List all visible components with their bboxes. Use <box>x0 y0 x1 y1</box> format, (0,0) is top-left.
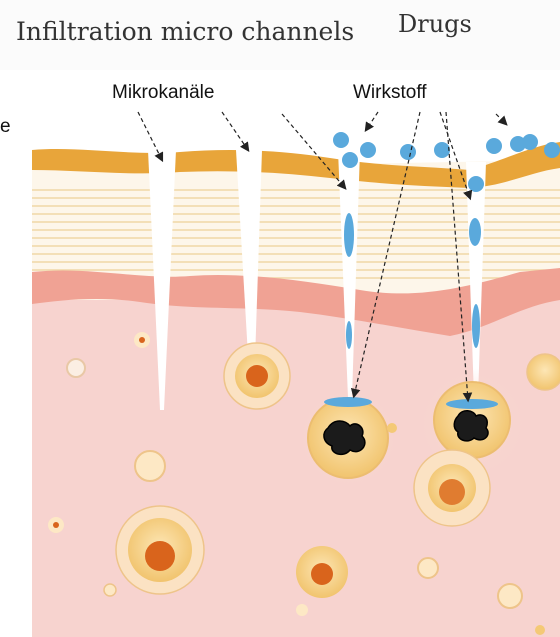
cell <box>104 584 116 596</box>
arrow-drug-5 <box>496 114 506 124</box>
label-mikrokanaele: Mikrokanäle <box>112 82 214 103</box>
label-wirkstoff: Wirkstoff <box>353 82 427 103</box>
cell-nucleus <box>53 522 59 528</box>
cell <box>535 625 545 635</box>
arrow-channel-2 <box>222 112 248 150</box>
cell <box>527 354 560 390</box>
drug-uptake <box>446 399 498 409</box>
damaged-nucleus <box>454 411 488 441</box>
arrow-drug-1 <box>366 112 378 130</box>
cell <box>135 451 165 481</box>
drug-droplet <box>522 134 538 150</box>
drug-droplet <box>544 142 560 158</box>
drug-in-channel <box>472 304 480 348</box>
drug-droplet <box>333 132 349 148</box>
cell-nucleus <box>145 541 175 571</box>
drug-droplet <box>434 142 450 158</box>
drug-uptake <box>324 397 372 407</box>
skin-section <box>32 132 560 637</box>
cell <box>498 584 522 608</box>
drug-in-channel <box>469 218 481 246</box>
drug-droplet <box>360 142 376 158</box>
title-infiltration-channels: Infiltration micro channels <box>16 17 354 46</box>
drug-droplet <box>400 144 416 160</box>
cell-nucleus <box>439 479 465 505</box>
cell-nucleus <box>139 337 145 343</box>
drug-droplet <box>486 138 502 154</box>
cell <box>67 359 85 377</box>
cell <box>418 558 438 578</box>
drug-droplet <box>342 152 358 168</box>
label-edge-fragment: e <box>0 116 11 137</box>
cell-nucleus <box>246 365 268 387</box>
cell <box>387 423 397 433</box>
drug-droplet <box>468 176 484 192</box>
cell-nucleus <box>311 563 333 585</box>
cell <box>296 604 308 616</box>
drug-in-channel <box>344 213 354 257</box>
drug-in-channel <box>346 321 352 349</box>
title-drugs: Drugs <box>398 10 472 38</box>
